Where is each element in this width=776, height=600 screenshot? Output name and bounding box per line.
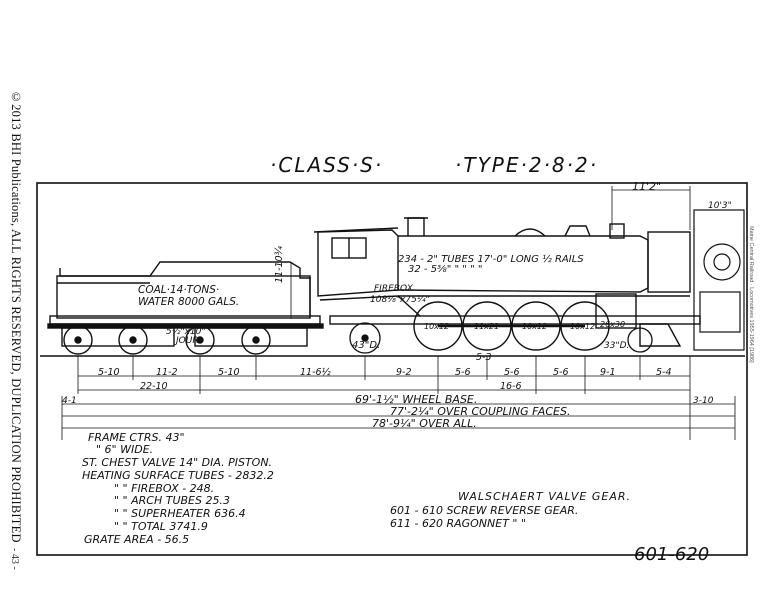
driver-label-1: 10x12 xyxy=(424,322,449,331)
tubes-spec-2: 32 - 5⅜" " " " " xyxy=(408,264,482,275)
wheel-base: 69'-1½" WHEEL BASE. xyxy=(355,393,477,406)
dim-tender-2: 11-2 xyxy=(156,367,178,378)
spec-heating-tubes: HEATING SURFACE TUBES - 2832.2 xyxy=(82,469,274,482)
tubes-spec-1: 234 - 2" TUBES 17'-0" LONG ½ RAILS xyxy=(398,253,584,265)
coal-capacity: COAL·14·TONS· xyxy=(138,284,219,296)
dimension-lines xyxy=(61,356,736,440)
driver-label-3: 10x12 xyxy=(522,322,547,331)
dim-trailing: 11-6½ xyxy=(300,367,332,378)
journal-size: 5½"x10" xyxy=(166,327,206,337)
over-couplers: 77'-2¼" OVER COUPLING FACES. xyxy=(390,405,570,418)
valve-gear-heading: WALSCHAERT VALVE GEAR. xyxy=(458,490,631,503)
class-title: ·CLASS·S· xyxy=(270,153,383,177)
dim-tender-3: 5-10 xyxy=(218,367,240,378)
pilot-wheel-diameter: 33"D. xyxy=(604,341,629,351)
dim-driver-2: 5-6 xyxy=(455,367,471,378)
locomotive-number-range: 601-620 xyxy=(634,544,709,565)
spec-list: FRAME CTRS. 43" " 6" WIDE. ST. CHEST VAL… xyxy=(82,431,274,546)
trailing-wheel xyxy=(349,322,381,354)
firebox-label: FIREBOX xyxy=(374,284,414,294)
spec-arch-tubes: " " ARCH TUBES 25.3 xyxy=(114,494,230,507)
valve-gear-block: WALSCHAERT VALVE GEAR. 601 - 610 SCREW R… xyxy=(390,490,631,530)
dim-driver-4: 5-6 xyxy=(553,367,569,378)
over-all: 78'-9¼" OVER ALL. xyxy=(372,417,477,430)
dim-tender-1: 5-10 xyxy=(98,367,120,378)
spec-firebox: " " FIREBOX - 248. xyxy=(114,482,214,495)
dim-tender-base: 22-10 xyxy=(140,381,168,392)
front-elevation xyxy=(693,209,745,351)
dim-pilot: 9-1 xyxy=(600,367,616,378)
trailing-wheel-diameter: 43"D. xyxy=(352,340,380,351)
side-note: Maine Central Railroad · Locomotives 195… xyxy=(748,226,754,363)
type-title: ·TYPE·2·8·2· xyxy=(455,153,598,177)
tender-height: 11-10¾ xyxy=(274,245,285,283)
dimension-row-1: 5-10 11-2 5-10 11-6½ 9-2 5-6 5-6 5-6 9-1… xyxy=(98,367,672,378)
driver-label-2: 11x21 xyxy=(474,322,499,331)
dim-driver-1: 9-2 xyxy=(396,367,412,378)
driver-label-4: 10x12 xyxy=(570,322,595,331)
front-dimension: 10'3" xyxy=(708,201,732,211)
journal-label: JOUR. xyxy=(174,336,201,346)
dim-driver-3: 5-6 xyxy=(504,367,520,378)
valve-gear-line-1: 601 - 610 SCREW REVERSE GEAR. xyxy=(390,504,578,517)
spec-frame-ctrs: FRAME CTRS. 43" xyxy=(88,431,185,444)
spec-superheater: " " SUPERHEATER 636.4 xyxy=(114,507,246,520)
spec-frame-width: " 6" WIDE. xyxy=(96,443,153,456)
copyright-sidebar: ©2013 BHI Publications, ALL RIGHTS RESER… xyxy=(2,90,32,570)
spec-total: " " TOTAL 3741.9 xyxy=(114,520,208,533)
drawing-frame xyxy=(36,182,748,556)
tender xyxy=(47,261,324,355)
top-dimension-value: 11'2" xyxy=(632,180,661,193)
dim-front: 5-4 xyxy=(656,367,672,378)
spec-steam-chest: ST. CHEST VALVE 14" DIA. PISTON. xyxy=(82,456,272,469)
spec-grate-area: GRATE AREA - 56.5 xyxy=(84,533,189,546)
driving-wheels xyxy=(413,301,610,351)
page-number: - 43 - xyxy=(9,548,20,570)
top-dimension xyxy=(611,186,691,230)
valve-gear-line-2: 611 - 620 RAGONNET " " xyxy=(390,517,526,530)
water-capacity: WATER 8000 GALS. xyxy=(138,296,239,308)
pilot-wheel xyxy=(627,327,653,353)
right-marker: 3-10 xyxy=(693,396,714,406)
left-marker: 4-1 xyxy=(62,396,77,406)
dim-cyl-spacing: 5-3 xyxy=(476,352,492,363)
firebox-size: 108⅛"x75¼" xyxy=(370,295,430,305)
dim-driver-base: 16-6 xyxy=(500,381,522,392)
cylinder-size: 26x30 xyxy=(600,320,625,329)
copyright-notice: ©2013 BHI Publications, ALL RIGHTS RESER… xyxy=(9,90,23,543)
dimension-row-2: 22-10 5-3 16-6 xyxy=(140,352,522,392)
